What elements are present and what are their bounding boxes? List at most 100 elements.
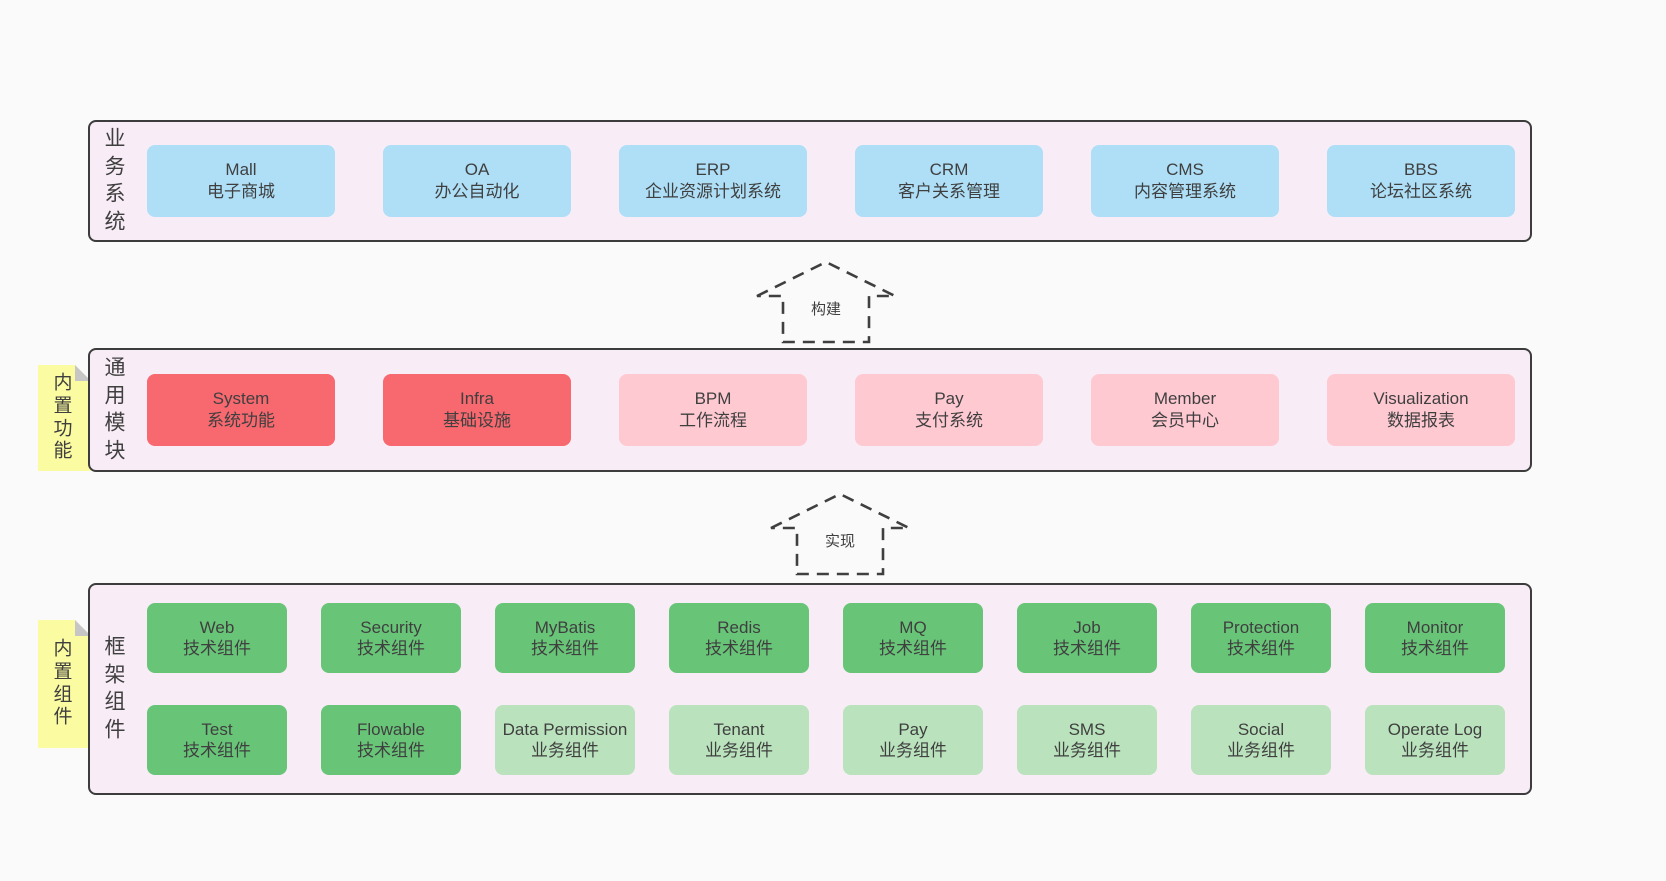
sticky-note-shape [38,365,91,471]
module-box-social: Social 业务组件 [1191,705,1331,775]
box-desc: 业务组件 [1053,741,1121,760]
box-desc: 业务组件 [1401,741,1469,760]
box-name: SMS [1068,719,1106,739]
box-name: ERP [695,159,731,179]
box-desc: 论坛社区系统 [1370,182,1472,201]
build-arrow: 构建 [746,254,906,346]
box-name: MQ [899,617,927,637]
sticky-note-label: 内置功能 [53,372,73,462]
module-box-pay: Pay 支付系统 [855,374,1043,446]
box-desc: 会员中心 [1151,411,1219,430]
box-name: Social [1237,719,1285,739]
module-box-mybatis: MyBatis 技术组件 [495,603,635,673]
box-name: Infra [459,388,495,408]
box-desc: 技术组件 [357,741,425,760]
box-desc: 技术组件 [357,639,425,658]
module-box-oa: OA 办公自动化 [383,145,571,217]
box-desc: 技术组件 [1227,639,1295,658]
box-name: System [212,388,270,408]
module-box-test: Test 技术组件 [147,705,287,775]
box-desc: 技术组件 [705,639,773,658]
box-desc: 支付系统 [915,411,983,430]
arrow-label: 构建 [807,298,845,319]
box-name: Visualization [1373,388,1469,408]
module-box-crm: CRM 客户关系管理 [855,145,1043,217]
module-box-web: Web 技术组件 [147,603,287,673]
box-desc: 业务组件 [531,741,599,760]
box-name: OA [464,159,490,179]
module-box-tenant: Tenant 业务组件 [669,705,809,775]
box-desc: 技术组件 [879,639,947,658]
box-name: Data Permission [502,719,628,739]
dashed-up-arrow-icon [756,260,896,344]
module-box-flowable: Flowable 技术组件 [321,705,461,775]
box-desc: 技术组件 [531,639,599,658]
box-desc: 内容管理系统 [1134,182,1236,201]
box-name: Web [199,617,235,637]
box-name: Monitor [1406,617,1464,637]
box-desc: 技术组件 [183,741,251,760]
box-name: Job [1073,617,1101,637]
implement-arrow: 实现 [760,486,920,578]
module-box-data-permission: Data Permission 业务组件 [495,705,635,775]
box-name: Protection [1222,617,1300,637]
module-box-pay: Pay 业务组件 [843,705,983,775]
box-name: Pay [898,719,928,739]
box-desc: 系统功能 [207,411,275,430]
box-name: MyBatis [534,617,596,637]
module-box-sms: SMS 业务组件 [1017,705,1157,775]
box-desc: 办公自动化 [434,182,520,201]
box-name: Flowable [356,719,426,739]
module-box-job: Job 技术组件 [1017,603,1157,673]
sticky-note-builtin-components: 内置组件 [38,620,91,748]
box-name: Security [360,617,422,637]
layer-label: 业务系统 [104,127,126,234]
arrow-label: 实现 [821,530,859,551]
sticky-note-shape [38,620,91,748]
box-desc: 电子商城 [207,182,275,201]
box-name: CMS [1166,159,1204,179]
box-name: CRM [929,159,969,179]
module-box-mall: Mall 电子商城 [147,145,335,217]
box-name: BBS [1403,159,1439,179]
box-name: Pay [934,388,964,408]
box-desc: 技术组件 [1053,639,1121,658]
layer-label: 通用模块 [104,356,126,463]
box-desc: 技术组件 [183,639,251,658]
box-desc: 工作流程 [679,411,747,430]
module-box-security: Security 技术组件 [321,603,461,673]
module-box-infra: Infra 基础设施 [383,374,571,446]
box-desc: 业务组件 [879,741,947,760]
box-name: Test [201,719,233,739]
box-name: Mall [225,159,257,179]
module-box-mq: MQ 技术组件 [843,603,983,673]
box-name: Tenant [713,719,765,739]
module-box-monitor: Monitor 技术组件 [1365,603,1505,673]
box-desc: 业务组件 [1227,741,1295,760]
layer-label: 框架组件 [104,635,126,742]
box-desc: 技术组件 [1401,639,1469,658]
box-desc: 业务组件 [705,741,773,760]
sticky-note-label: 内置组件 [53,638,73,728]
box-desc: 基础设施 [443,411,511,430]
sticky-note-builtin-features: 内置功能 [38,365,91,471]
module-box-cms: CMS 内容管理系统 [1091,145,1279,217]
module-box-protection: Protection 技术组件 [1191,603,1331,673]
box-desc: 客户关系管理 [898,182,1000,201]
module-box-bbs: BBS 论坛社区系统 [1327,145,1515,217]
